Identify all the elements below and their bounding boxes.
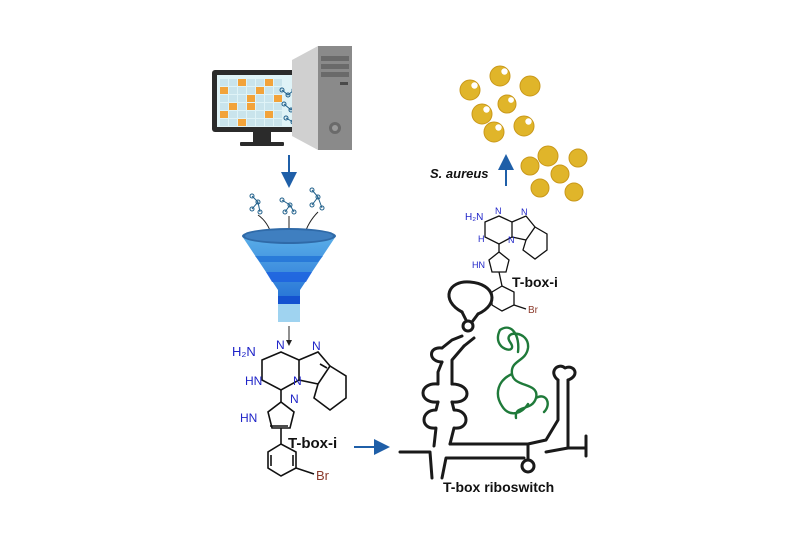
bacterium-cell bbox=[564, 182, 584, 202]
inhibitor-label-bottom: T-box-i bbox=[288, 435, 337, 452]
nitrogen-label-4: N bbox=[290, 392, 299, 406]
screen-cell bbox=[238, 87, 246, 94]
screen-cell bbox=[274, 111, 282, 118]
riboswitch-label: T-box riboswitch bbox=[443, 479, 554, 495]
bacterium-damage bbox=[508, 97, 514, 103]
screen-cell bbox=[247, 95, 255, 102]
bacterium-damage bbox=[483, 106, 490, 113]
nitrogen-label-3: N bbox=[293, 374, 302, 388]
screen-cell bbox=[238, 79, 246, 86]
screen-cell bbox=[229, 103, 237, 110]
computer-tower-icon bbox=[292, 46, 352, 150]
screen-cell bbox=[265, 103, 273, 110]
screen-cell bbox=[238, 103, 246, 110]
screen-cell bbox=[256, 111, 264, 118]
screen-cell bbox=[229, 79, 237, 86]
screen-cell bbox=[229, 95, 237, 102]
screen-cell bbox=[229, 87, 237, 94]
riboswitch-structure bbox=[398, 280, 588, 480]
amine-label-large: H₂N bbox=[232, 344, 256, 359]
screen-cell bbox=[238, 119, 246, 126]
screen-cell bbox=[220, 87, 228, 94]
bacterium-cell bbox=[459, 79, 481, 101]
bacterium-cell bbox=[568, 148, 588, 168]
hn-label-small: HN bbox=[472, 260, 485, 270]
h-label-small: H bbox=[478, 234, 485, 244]
screen-cell bbox=[247, 103, 255, 110]
nitrogen-label-small-1: N bbox=[495, 206, 502, 216]
screen-cell bbox=[256, 87, 264, 94]
screen-cell bbox=[274, 95, 282, 102]
organism-label: S. aureus bbox=[430, 166, 489, 181]
compound-library-icon bbox=[249, 187, 325, 215]
nitrogen-label-2: N bbox=[312, 339, 321, 353]
bacterium-cell bbox=[513, 115, 535, 137]
screen-cell bbox=[220, 79, 228, 86]
trna-icon bbox=[496, 326, 549, 420]
screen-cell bbox=[247, 87, 255, 94]
nitrogen-label-small-2: N bbox=[521, 207, 528, 217]
bacterium-damage bbox=[471, 82, 478, 89]
screen-cell bbox=[220, 103, 228, 110]
bacterium-cell bbox=[471, 103, 493, 125]
screen-cell bbox=[256, 79, 264, 86]
screen-cell bbox=[256, 95, 264, 102]
screen-cell bbox=[238, 95, 246, 102]
screen-cell bbox=[265, 87, 273, 94]
bacterium-cell bbox=[519, 75, 541, 97]
screen-cell bbox=[274, 103, 282, 110]
bacterium-cell bbox=[550, 164, 570, 184]
bacterium-cell bbox=[537, 145, 559, 167]
screen-cell bbox=[265, 111, 273, 118]
bacteria-icon bbox=[459, 65, 588, 202]
screen-cell bbox=[229, 119, 237, 126]
screen-cell bbox=[220, 111, 228, 118]
tbox-inhibitor-structure-small bbox=[484, 215, 548, 312]
bacterium-damage bbox=[501, 68, 508, 75]
nitrogen-label-1: N bbox=[276, 338, 285, 352]
screen-cell bbox=[256, 119, 264, 126]
inhibitor-label-top: T-box-i bbox=[512, 274, 558, 290]
bacterium-cell bbox=[520, 156, 540, 176]
bacterium-cell bbox=[489, 65, 511, 87]
screen-cell bbox=[274, 87, 282, 94]
screen-cell bbox=[274, 79, 282, 86]
hn-label-large: HN bbox=[245, 374, 262, 388]
screen-cell bbox=[265, 119, 273, 126]
screen-cell bbox=[220, 119, 228, 126]
bacterium-damage bbox=[525, 118, 532, 125]
tbox-inhibitor-structure-large bbox=[261, 351, 347, 477]
nitrogen-label-small-3: N bbox=[508, 235, 515, 245]
bacterium-cell bbox=[497, 94, 517, 114]
screen-cell bbox=[265, 95, 273, 102]
screen-cell bbox=[247, 111, 255, 118]
screen-cell bbox=[247, 119, 255, 126]
screen-cell bbox=[247, 79, 255, 86]
screen-cell bbox=[256, 103, 264, 110]
funnel-icon bbox=[242, 228, 336, 322]
hn-imidazole-label-large: HN bbox=[240, 411, 257, 425]
screen-cell bbox=[265, 79, 273, 86]
bromine-label-small: Br bbox=[528, 305, 539, 316]
screen-cell bbox=[229, 111, 237, 118]
amine-label-small: H₂N bbox=[465, 212, 483, 223]
bacterium-cell bbox=[530, 178, 550, 198]
bacterium-cell bbox=[483, 121, 505, 143]
screen-cell bbox=[274, 119, 282, 126]
screen-cell bbox=[220, 95, 228, 102]
bromine-label-large: Br bbox=[316, 468, 330, 483]
screen-cell bbox=[238, 111, 246, 118]
bacterium-damage bbox=[495, 124, 502, 131]
